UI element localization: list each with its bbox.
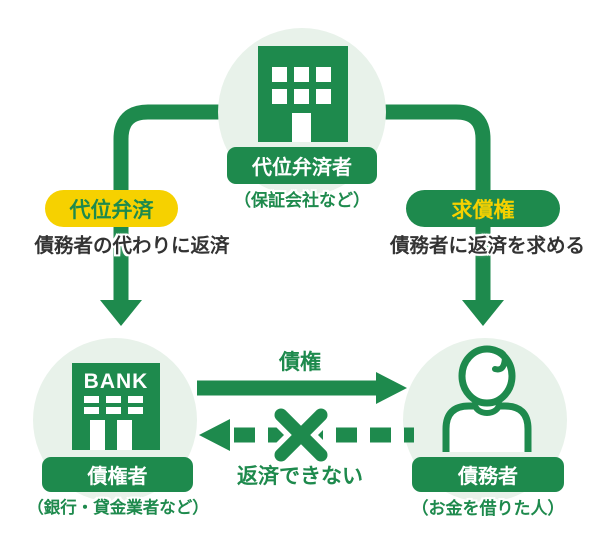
reimbursement-arrow xyxy=(302,104,504,326)
claim-arrow xyxy=(197,372,407,404)
debtor-label-badge: 債務者 xyxy=(412,457,564,492)
no-repayment-arrow xyxy=(199,403,414,467)
subrogator-caption: （保証会社など） xyxy=(234,191,370,210)
bank-building-icon: BANK xyxy=(72,363,160,450)
door xyxy=(292,113,311,142)
person-icon xyxy=(442,345,532,452)
creditor-caption: （銀行・貸金業者など） xyxy=(27,499,209,517)
cross-out-x-icon xyxy=(269,403,333,467)
arrowhead-down-left xyxy=(100,300,142,326)
claim-label: 債権 xyxy=(279,351,321,374)
subrogation-caption: 債務者の代わりに返済 xyxy=(34,235,230,257)
office-building-icon xyxy=(258,46,348,142)
debtor-caption: （お金を借りた人） xyxy=(411,499,565,518)
arrowhead-right xyxy=(376,372,407,404)
person-hair-curl xyxy=(489,347,508,373)
subrogator-label-badge: 代位弁済者 xyxy=(227,147,377,184)
door xyxy=(90,420,105,450)
creditor-label-badge: 債権者 xyxy=(42,457,193,492)
arrowhead-left xyxy=(199,419,230,451)
bank-sign-text: BANK xyxy=(84,370,149,393)
person-head xyxy=(458,345,516,407)
reimbursement-badge: 求償権 xyxy=(406,190,560,227)
subrogation-badge: 代位弁済 xyxy=(45,190,178,227)
no-repayment-label: 返済できない xyxy=(237,465,363,488)
door xyxy=(117,420,132,450)
subrogation-arrow xyxy=(100,104,302,326)
arrowhead-down-right xyxy=(462,300,504,326)
reimbursement-caption: 債務者に返済を求める xyxy=(389,235,585,257)
